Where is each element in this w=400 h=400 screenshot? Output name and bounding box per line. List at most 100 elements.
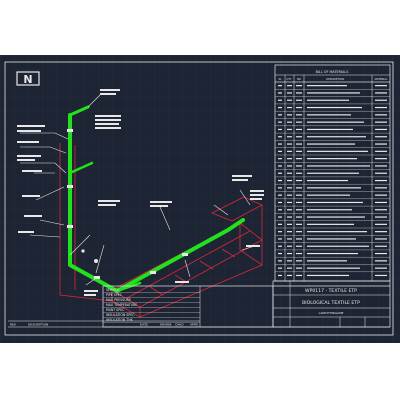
bom-cell-sl	[278, 260, 282, 262]
bom-cell-sl	[278, 172, 282, 174]
bom-cell-description	[307, 245, 369, 247]
bom-cell-material	[375, 260, 387, 262]
bom-cell-qty	[287, 85, 292, 87]
title-block-field-label: MAX PRESSURE	[106, 298, 131, 302]
bom-header-no: NO	[297, 77, 301, 81]
bom-cell-material	[375, 267, 387, 269]
bom-cell-qty	[287, 121, 292, 123]
bom-cell-sl	[278, 150, 282, 152]
bom-cell-sl	[278, 187, 282, 189]
bom-cell-description	[307, 106, 362, 109]
bom-cell-no	[296, 194, 302, 196]
bom-cell-material	[375, 121, 387, 123]
bom-cell-material	[375, 114, 387, 116]
bom-cell-no	[296, 99, 302, 101]
bom-cell-sl	[278, 158, 282, 160]
bom-cell-no	[296, 150, 302, 152]
bom-cell-description	[307, 99, 349, 101]
bom-cell-no	[296, 201, 302, 204]
bom-cell-description	[307, 274, 349, 277]
bom-cell-sl	[278, 209, 282, 211]
bom-cell-description	[307, 267, 360, 269]
bom-cell-sl	[278, 136, 282, 138]
bom-header-sl: SL	[278, 77, 282, 81]
bom-cell-description	[307, 128, 353, 131]
bom-cell-material	[375, 179, 387, 182]
bom-header-description: DESCRIPTION	[326, 77, 344, 81]
bom-cell-qty	[287, 231, 292, 233]
bom-cell-no	[296, 114, 302, 116]
bom-cell-description	[307, 223, 354, 225]
title-block-field-label: PAINT SPEC	[106, 308, 125, 312]
bom-cell-material	[375, 252, 387, 255]
bom-cell-no	[296, 260, 302, 262]
bom-cell-sl	[278, 223, 282, 225]
title-block-field-label: SERVICE	[106, 288, 119, 292]
bom-cell-qty	[287, 165, 292, 167]
bom-cell-material	[375, 143, 387, 145]
bom-cell-material	[375, 209, 387, 211]
bom-cell-qty	[287, 92, 292, 94]
bom-cell-description	[307, 165, 370, 167]
bom-cell-qty	[287, 128, 292, 131]
bom-cell-material	[375, 99, 387, 101]
bom-cell-sl	[278, 267, 282, 269]
bom-cell-material	[375, 165, 387, 167]
bom-cell-qty	[287, 172, 292, 174]
annotation-leaders	[20, 94, 259, 286]
bom-cell-qty	[287, 194, 292, 196]
bom-cell-material	[375, 106, 387, 109]
bom-cell-description	[307, 252, 358, 255]
revision-header: CHKD	[175, 323, 184, 327]
bom-cell-sl	[278, 238, 282, 240]
bom-cell-no	[296, 187, 302, 189]
bom-cell-no	[296, 92, 302, 94]
sheet-frame	[4, 61, 394, 336]
bom-cell-qty	[287, 216, 292, 218]
annotation-tags	[17, 89, 264, 296]
bom-cell-qty	[287, 252, 292, 255]
title-block-field-label: INSULATION SPEC	[106, 313, 135, 317]
bom-cell-description	[307, 179, 348, 182]
title-block-field-label: MAX TEMPERATURE	[106, 303, 137, 307]
bom-cell-material	[375, 245, 387, 247]
bom-cell-no	[296, 223, 302, 225]
revision-header: REV	[10, 323, 17, 327]
revision-header: DATE	[140, 323, 148, 327]
project-name: BIOLOGICAL TEXTILE ETP	[302, 300, 360, 306]
bom-cell-no	[296, 121, 302, 123]
bom-cell-description	[307, 172, 359, 174]
bom-cell-material	[375, 187, 387, 189]
bom-cell-description	[307, 201, 363, 204]
bom-cell-material	[375, 172, 387, 174]
bom-cell-no	[296, 238, 302, 240]
bom-cell-no	[296, 136, 302, 138]
bom-cell-description	[307, 209, 352, 211]
bom-cell-qty	[287, 267, 292, 269]
bom-cell-material	[375, 274, 387, 277]
bom-cell-material	[375, 194, 387, 196]
drawing-sheet: N	[0, 55, 400, 343]
bom-cell-description	[307, 238, 356, 240]
bom-header-qty: QTY	[286, 77, 292, 81]
bom-cell-sl	[278, 128, 282, 131]
bill-of-materials: BILL OF MATERIALS SL QTY NO DESCRIPTION …	[274, 64, 391, 282]
bom-cell-sl	[278, 92, 282, 94]
bom-cell-description	[307, 143, 355, 145]
bom-cell-description	[307, 194, 350, 196]
bom-cell-sl	[278, 216, 282, 218]
bom-cell-description	[307, 92, 360, 94]
bom-cell-material	[375, 85, 387, 87]
bom-cell-no	[296, 172, 302, 174]
bom-cell-qty	[287, 136, 292, 138]
bom-cell-material	[375, 231, 387, 233]
bom-cell-sl	[278, 114, 282, 116]
project-code: WP0117 - TEXTILE ETP	[305, 288, 357, 294]
bom-cell-qty	[287, 238, 292, 240]
north-arrow-label: N	[23, 73, 32, 86]
bom-cell-material	[375, 136, 387, 138]
bom-cell-description	[307, 121, 364, 123]
bom-cell-no	[296, 252, 302, 255]
